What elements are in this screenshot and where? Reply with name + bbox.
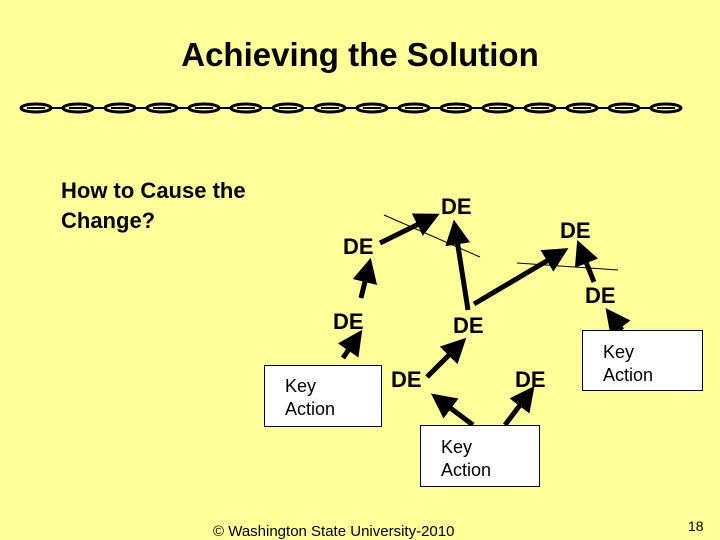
decision-event-right: DE — [585, 283, 616, 308]
question-line-1: How to Cause the — [61, 178, 246, 203]
key-action-box-left: Key Action — [264, 365, 382, 427]
key-action-line-1: Key — [441, 437, 473, 457]
decision-event-lower-right: DE — [515, 367, 546, 392]
question-line-2: Change? — [61, 208, 156, 233]
copyright-footer: © Washington State University-2010 — [213, 523, 455, 540]
decision-event-center: DE — [453, 313, 484, 338]
decision-event-top: DE — [441, 194, 472, 219]
key-action-line-1: Key — [603, 342, 635, 362]
decision-event-upper-left: DE — [343, 234, 374, 259]
key-action-line-2: Action — [285, 399, 336, 419]
key-action-line-2: Action — [441, 460, 492, 480]
key-action-box-bottom: Key Action — [420, 425, 540, 487]
page-number: 18 — [688, 518, 704, 534]
thin-line-1 — [383, 214, 481, 258]
decision-event-lower-left: DE — [391, 367, 422, 392]
key-action-line-1: Key — [285, 376, 317, 396]
key-action-line-2: Action — [603, 365, 654, 385]
question-text: How to Cause the Change? — [61, 176, 246, 236]
decision-event-mid-left: DE — [333, 309, 364, 334]
chain-divider-icon — [19, 102, 683, 114]
key-action-box-right: Key Action — [582, 330, 703, 391]
decision-event-top-right: DE — [560, 218, 591, 243]
slide-title: Achieving the Solution — [181, 36, 539, 73]
